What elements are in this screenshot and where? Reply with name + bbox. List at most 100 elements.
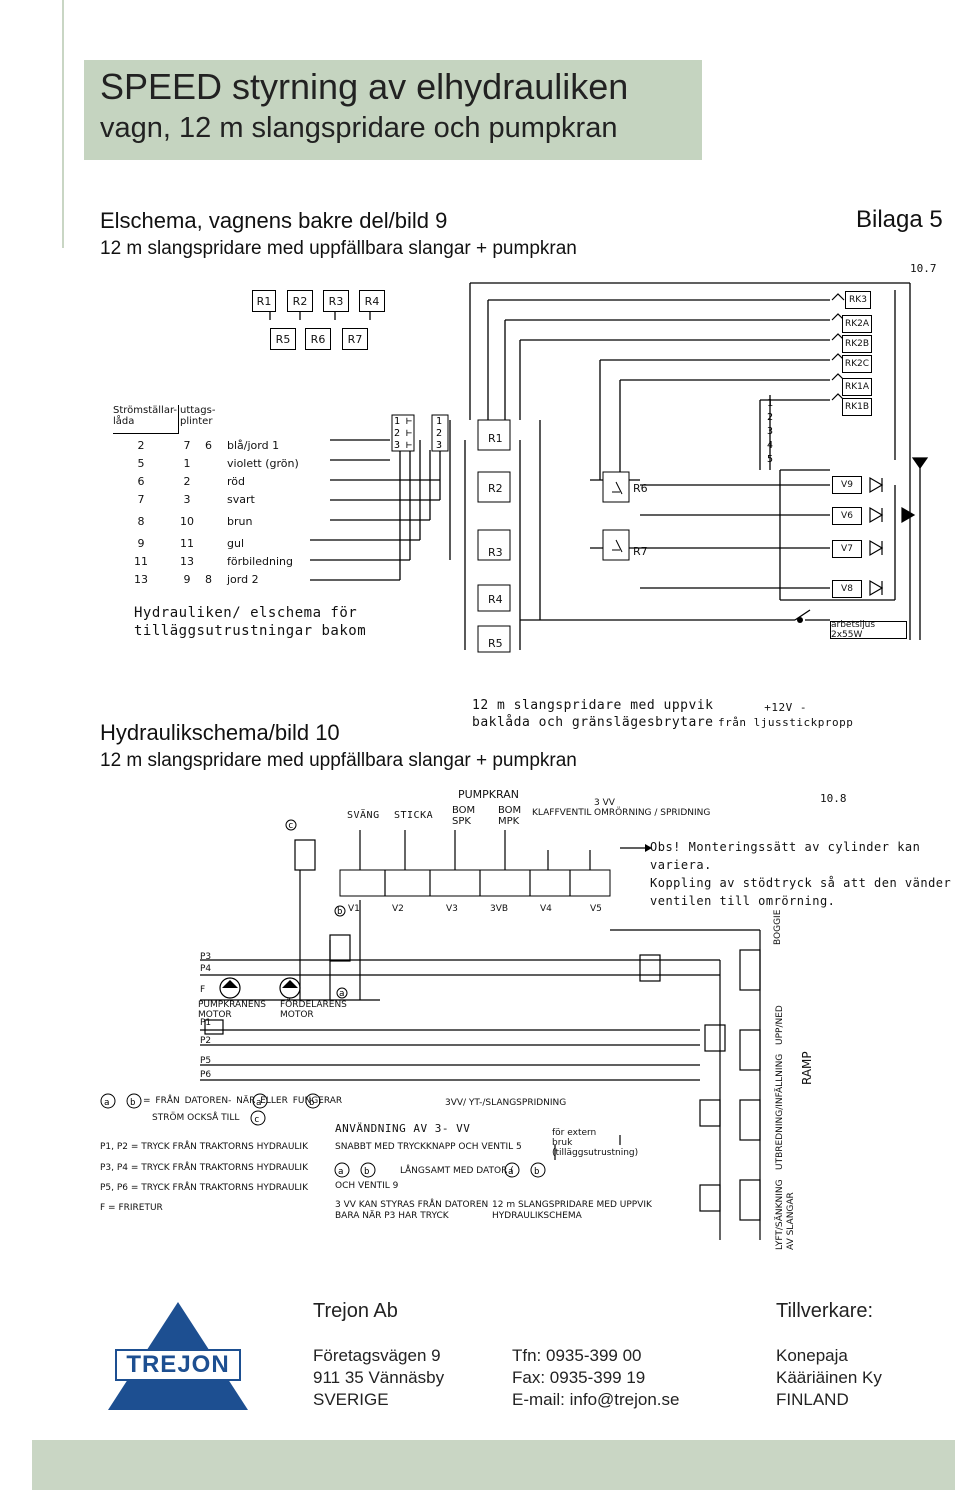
- extern-label: för extern bruk (tilläggsutrustning): [552, 1128, 639, 1158]
- fax: Fax: 0935-399 19: [512, 1368, 646, 1387]
- legend-p12: P1, P2 = TRYCK FRÅN TRAKTORNS HYDRAULIK: [100, 1142, 308, 1152]
- valve-v8-label: V8: [832, 580, 862, 598]
- svg-text:b: b: [337, 907, 342, 917]
- relay-r7-label: R7: [633, 545, 648, 558]
- svg-text:b: b: [364, 1167, 369, 1177]
- relay-r7-box: R7: [342, 328, 368, 350]
- title-banner: [84, 60, 702, 160]
- port-p3: P3: [200, 952, 212, 962]
- port-p2: P2: [200, 1036, 212, 1046]
- legend-f: F = FRIRETUR: [100, 1203, 163, 1213]
- svg-text:1: 1: [436, 416, 442, 427]
- label-bom-mpk: BOM MPK: [498, 805, 522, 827]
- svg-text:1: 1: [767, 398, 773, 409]
- address-street: Företagsvägen 9: [313, 1346, 441, 1365]
- computer-note: 3 VV KAN STYRAS FRÅN DATOREN BARA NÄR P3…: [335, 1200, 489, 1221]
- obs-note: Obs! Monteringssätt av cylinder kan vari…: [650, 840, 952, 908]
- port-p4: P4: [200, 964, 212, 974]
- manufacturer-2: Kääriäinen Ky: [776, 1368, 882, 1387]
- anvandning-1: SNABBT MED TRYCKKNAPP OCH VENTIL 5: [335, 1142, 522, 1152]
- legend-p34: P3, P4 = TRYCK FRÅN TRAKTORNS HYDRAULIK: [100, 1163, 308, 1173]
- valve-v4: V4: [540, 904, 552, 914]
- tillverkare-label: Tillverkare:: [776, 1300, 874, 1322]
- footer-band: [32, 1440, 955, 1490]
- valve-v2: V2: [392, 904, 404, 914]
- elschema-subtitle: 12 m slangspridare med uppfällbara slang…: [100, 238, 577, 259]
- label-bom-spk: BOM SPK: [452, 805, 476, 827]
- svg-text:b: b: [309, 1098, 314, 1108]
- anvandning-3: OCH VENTIL 9: [335, 1181, 399, 1191]
- rk1a-label: RK1A: [842, 378, 872, 396]
- legend-p56: P5, P6 = TRYCK FRÅN TRAKTORNS HYDRAULIK: [100, 1183, 308, 1193]
- manufacturer-3: FINLAND: [776, 1390, 849, 1409]
- svg-text:c: c: [254, 1115, 259, 1125]
- manufacturer-1: Konepaja: [776, 1346, 848, 1365]
- rk3-label: RK3: [845, 291, 871, 309]
- power-note: +12V - från ljusstickpropp: [718, 701, 854, 729]
- svg-text:b: b: [534, 1167, 539, 1177]
- relay-r3-box: R3: [323, 290, 349, 312]
- address-country: SVERIGE: [313, 1390, 389, 1409]
- relay-r5-label: R5: [488, 637, 503, 650]
- elschema-title: Elschema, vagnens bakre del/bild 9: [100, 208, 448, 233]
- port-p5: P5: [200, 1056, 212, 1066]
- svg-text:a: a: [339, 989, 344, 999]
- port-f: F: [200, 985, 206, 995]
- email-link[interactable]: E-mail: info@trejon.se: [512, 1390, 680, 1409]
- svg-text:3 ⊢: 3 ⊢: [394, 440, 412, 451]
- legend-c: STRÖM OCKSÅ TILL: [152, 1113, 240, 1123]
- svg-text:2: 2: [767, 412, 773, 423]
- svg-text:3: 3: [767, 426, 773, 437]
- hydraulik-note: 12 m slangspridare med uppvik baklåda oc…: [472, 698, 714, 730]
- table-header-strom: Strömställar- låda: [113, 405, 179, 434]
- relay-r4-box: R4: [359, 290, 385, 312]
- rk1b-label: RK1B: [842, 398, 872, 416]
- relay-r6-label: R6: [633, 482, 648, 495]
- page-title: SPEED styrning av elhydrauliken: [100, 66, 629, 107]
- valve-v3: V3: [446, 904, 458, 914]
- svg-text:c: c: [288, 821, 293, 831]
- svg-text:a: a: [256, 1098, 261, 1108]
- svg-text:2 ⊢: 2 ⊢: [394, 428, 412, 439]
- relay-r2-box: R2: [287, 290, 313, 312]
- label-klaffventil: KLAFFVENTIL: [532, 808, 592, 818]
- relay-r1-box: R1: [252, 290, 276, 312]
- svg-text:5: 5: [767, 454, 773, 465]
- rk2b-label: RK2B: [842, 335, 872, 353]
- valve-v7-label: V7: [832, 540, 862, 558]
- valve-v6-label: V6: [832, 507, 862, 525]
- relay-r1-label: R1: [488, 432, 503, 445]
- svg-text:a: a: [338, 1167, 343, 1177]
- hydraulik-ref: 10.8: [820, 792, 847, 805]
- address-city: 911 35 Vännäsby: [313, 1368, 445, 1387]
- relay-r3-label: R3: [488, 546, 503, 559]
- valve-v1: V1: [348, 904, 360, 914]
- valve-v9-label: V9: [832, 476, 862, 494]
- svg-text:a: a: [104, 1098, 109, 1108]
- arbetsljus-label: arbetsljus 2x55W: [830, 620, 907, 640]
- pumpkran-label: PUMPKRAN: [458, 788, 519, 801]
- table-header-uttag: uttags- plinter: [180, 405, 216, 427]
- svg-text:b: b: [130, 1098, 135, 1108]
- yt-label: 3VV/ YT-/SLANGSPRIDNING: [445, 1098, 567, 1108]
- svg-text:3: 3: [436, 440, 442, 451]
- trejon-logo: TREJON: [126, 1351, 230, 1378]
- port-p6: P6: [200, 1070, 212, 1080]
- relay-r5-box: R5: [270, 328, 296, 350]
- decorative-line: [62, 0, 64, 248]
- legend-ab: = FRÅN DATOREN- NÄR ELLER FUNGERAR: [143, 1096, 343, 1106]
- motor-pumpkran: PUMPKRANENS MOTOR: [198, 1000, 267, 1020]
- relay-r2-label: R2: [488, 482, 503, 495]
- anvandning-title: ANVÄNDNING AV 3- VV: [335, 1122, 471, 1135]
- svg-text:2: 2: [436, 428, 442, 439]
